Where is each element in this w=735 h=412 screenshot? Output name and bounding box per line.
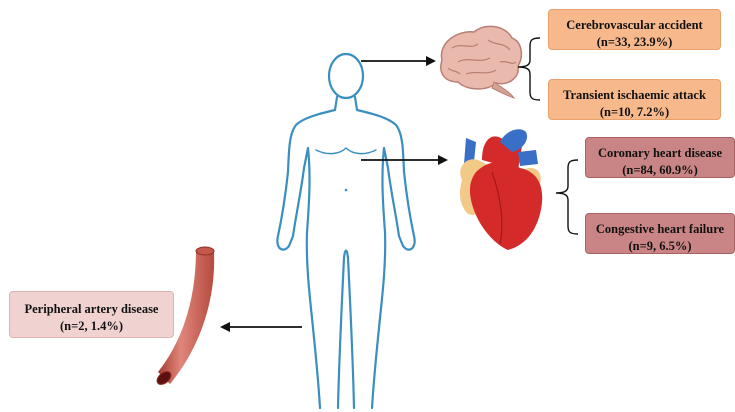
brain-icon: [441, 26, 522, 98]
condition-name: Congestive heart failure: [586, 221, 734, 238]
condition-stat: (n=9, 6.5%): [586, 238, 734, 255]
condition-stat: (n=84, 60.9%): [586, 162, 734, 179]
congestive-heart-failure-box: Congestive heart failure (n=9, 6.5%): [585, 213, 735, 254]
brain-brace: [518, 38, 540, 100]
human-body-outline: [277, 54, 414, 408]
condition-stat: (n=10, 7.2%): [549, 104, 720, 121]
condition-name: Cerebrovascular accident: [549, 17, 720, 34]
condition-name: Transient ischaemic attack: [549, 87, 720, 104]
peripheral-artery-disease-box: Peripheral artery disease (n=2, 1.4%): [9, 291, 174, 338]
heart-brace: [556, 160, 578, 234]
transient-ischaemic-attack-box: Transient ischaemic attack (n=10, 7.2%): [548, 79, 721, 120]
condition-name: Peripheral artery disease: [10, 301, 173, 318]
coronary-heart-disease-box: Coronary heart disease (n=84, 60.9%): [585, 137, 735, 178]
condition-name: Coronary heart disease: [586, 145, 734, 162]
cerebrovascular-accident-box: Cerebrovascular accident (n=33, 23.9%): [548, 9, 721, 50]
heart-icon: [460, 129, 542, 250]
condition-stat: (n=33, 23.9%): [549, 34, 720, 51]
condition-stat: (n=2, 1.4%): [10, 318, 173, 335]
